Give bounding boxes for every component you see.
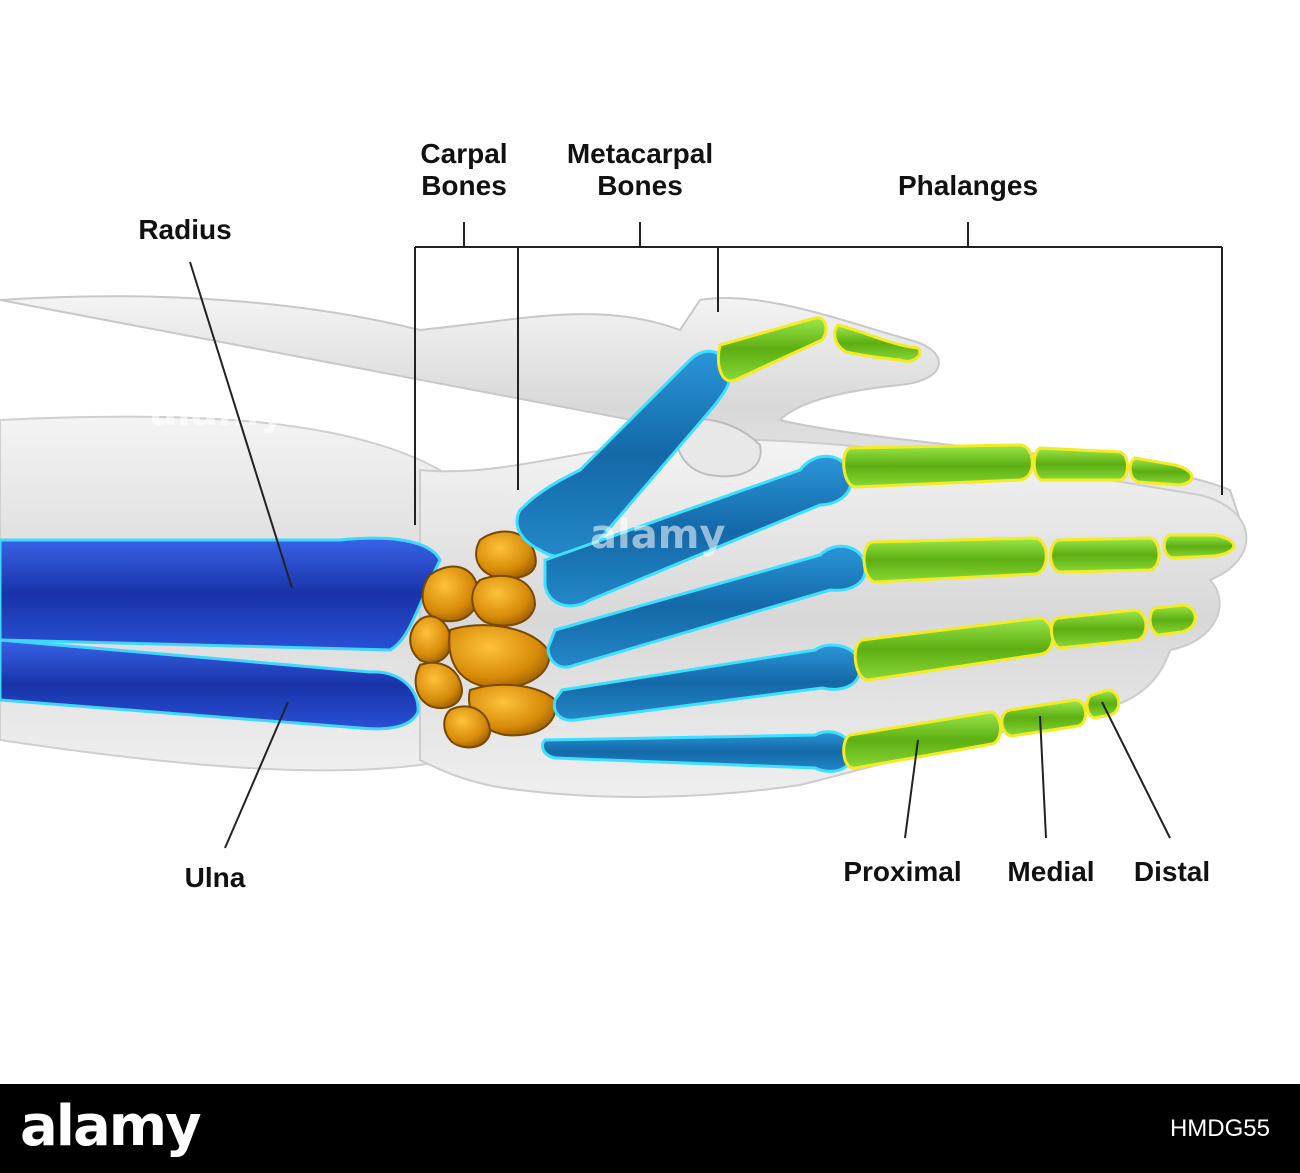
medial-label: Medial — [1007, 856, 1095, 887]
ulna-bone — [0, 638, 420, 731]
ulna-label: Ulna — [184, 862, 246, 893]
image-id-text: HMDG55 — [1169, 1115, 1270, 1142]
proximal-label: Proximal — [843, 856, 962, 887]
metacarpal-bones — [515, 349, 867, 773]
radius-label: Radius — [138, 214, 232, 245]
background-watermarks: alamy alamy — [150, 389, 725, 558]
watermark-text: alamy — [150, 389, 285, 435]
forearm-bones — [0, 536, 442, 731]
carpal-bones — [409, 530, 557, 749]
hand-bones-illustration: alamy alamy — [0, 222, 1248, 849]
phalanges-bones — [716, 316, 1236, 770]
phalanges-label: Phalanges — [897, 170, 1039, 201]
leader-lines — [189, 222, 1223, 849]
alamy-logo: alamy — [20, 1094, 202, 1159]
radius-bone — [0, 536, 442, 652]
watermark-footer-bar: alamy HMDG55 — [0, 1084, 1300, 1173]
watermark-text: alamy — [590, 512, 725, 558]
distal-label: Distal — [1133, 856, 1211, 887]
